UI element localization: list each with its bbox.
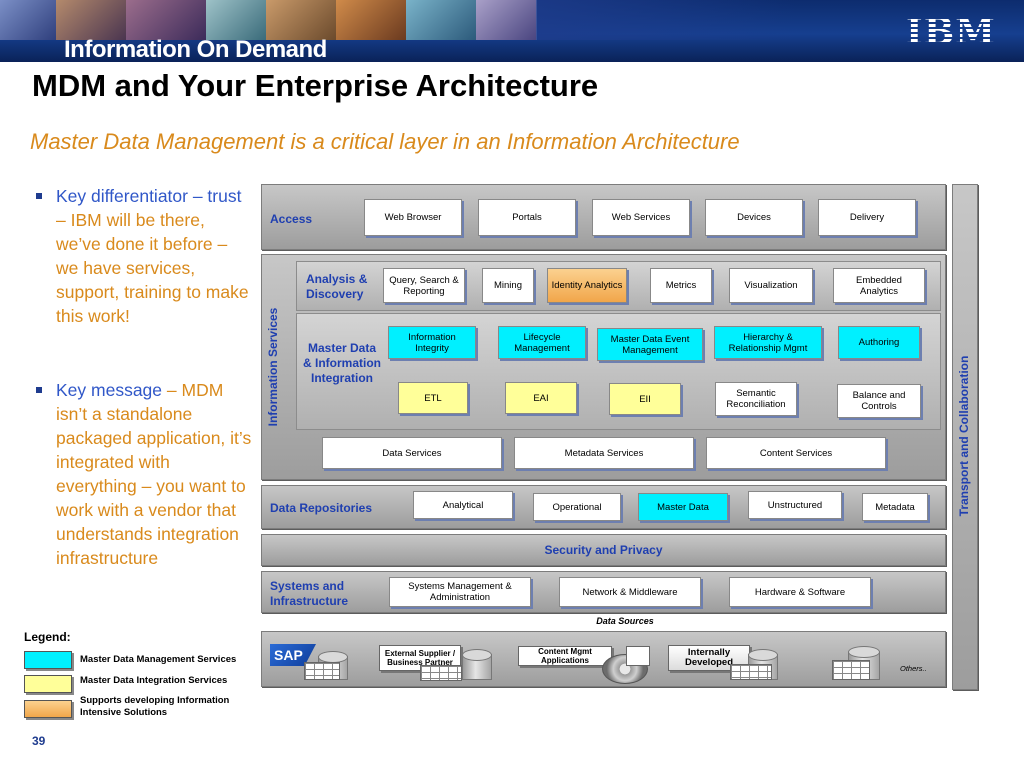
authoring-box: Authoring [838, 326, 920, 359]
legend-label-mdm: Master Data Management Services [80, 654, 237, 665]
bullet-item-2: Key message – MDM isn’t a standalone pac… [36, 378, 252, 570]
spreadsheet-icon [420, 665, 462, 681]
legend-label-solutions: Supports developing Information Intensiv… [80, 695, 230, 718]
legend-swatch-integration [24, 675, 72, 693]
bullet-text: – IBM will be there, we’ve done it befor… [56, 210, 249, 326]
database-top-icon [848, 646, 880, 658]
hardware-software-box: Hardware & Software [729, 577, 871, 607]
query-search-box: Query, Search & Reporting [383, 268, 465, 303]
visualization-box: Visualization [729, 268, 813, 303]
page-subtitle: Master Data Management is a critical lay… [30, 129, 740, 154]
database-top-icon [748, 649, 778, 661]
spreadsheet-icon [304, 662, 340, 680]
banner-fade [536, 0, 796, 40]
web-browser-box: Web Browser [364, 199, 462, 236]
network-middleware-box: Network & Middleware [559, 577, 701, 607]
delivery-box: Delivery [818, 199, 916, 236]
analytical-box: Analytical [413, 491, 513, 519]
metadata-box: Metadata [862, 493, 928, 521]
transport-collaboration-bar [952, 184, 978, 690]
legend-swatch-solutions [24, 700, 72, 718]
bullet-item-1: Key differentiator – trust – IBM will be… [36, 184, 252, 328]
bullet-square-icon [36, 193, 42, 199]
lifecycle-management-box: Lifecycle Management [498, 326, 586, 359]
others-label: Others.. [900, 664, 927, 673]
content-mgmt-tag: Content Mgmt Applications [518, 646, 612, 666]
eai-box: EAI [505, 382, 577, 414]
bullet-text: – MDM isn’t a standalone packaged applic… [56, 380, 252, 568]
devices-box: Devices [705, 199, 803, 236]
bullet-square-icon [36, 387, 42, 393]
operational-box: Operational [533, 493, 621, 521]
data-repositories-label: Data Repositories [270, 501, 373, 515]
document-icon [626, 646, 650, 666]
sap-logo: SAP [270, 644, 316, 666]
master-data-integration-label: Master Data & Information Integration [303, 341, 381, 385]
data-services-box: Data Services [322, 437, 502, 469]
unstructured-box: Unstructured [748, 491, 842, 519]
identity-analytics-box: Identity Analytics [547, 268, 627, 303]
web-services-box: Web Services [592, 199, 690, 236]
metadata-services-box: Metadata Services [514, 437, 694, 469]
banner-title: Information On Demand [64, 36, 327, 63]
bullet-highlight: Key message [56, 380, 163, 400]
photo-collage-4 [206, 0, 267, 40]
analysis-label: Analysis & Discovery [306, 272, 368, 301]
information-services-label: Information Services [266, 307, 280, 427]
bullet-highlight: Key differentiator – trust [56, 186, 242, 206]
photo-collage-3 [126, 0, 207, 40]
information-integrity-box: Information Integrity [388, 326, 476, 359]
master-data-event-management-box: Master Data Event Management [597, 328, 703, 361]
balance-controls-box: Balance and Controls [837, 384, 921, 418]
eii-box: EII [609, 383, 681, 415]
embedded-analytics-box: Embedded Analytics [833, 268, 925, 303]
mining-box: Mining [482, 268, 534, 303]
hierarchy-relationship-box: Hierarchy & Relationship Mgmt [714, 326, 822, 359]
etl-box: ETL [398, 382, 468, 414]
photo-collage-6 [336, 0, 407, 40]
master-data-box: Master Data [638, 493, 728, 521]
transport-collaboration-label: Transport and Collaboration [957, 355, 971, 517]
legend-label-integration: Master Data Integration Services [80, 675, 228, 686]
page-title: MDM and Your Enterprise Architecture [32, 68, 599, 103]
portals-box: Portals [478, 199, 576, 236]
legend-swatch-mdm [24, 651, 72, 669]
security-privacy-layer: Security and Privacy [261, 534, 946, 566]
page-number: 39 [32, 734, 46, 748]
database-top-icon [462, 649, 492, 661]
ibm-logo: IBM [905, 11, 996, 53]
photo-collage-2 [56, 0, 127, 40]
spreadsheet-icon [832, 660, 870, 680]
legend-title: Legend: [24, 630, 71, 644]
metrics-box: Metrics [650, 268, 712, 303]
systems-infrastructure-label: Systems and Infrastructure [270, 579, 349, 608]
photo-collage-8 [476, 0, 537, 40]
data-sources-label: Data Sources [596, 616, 654, 626]
content-services-box: Content Services [706, 437, 886, 469]
access-label: Access [270, 212, 313, 226]
photo-collage-1 [0, 0, 57, 40]
semantic-reconciliation-box: Semantic Reconciliation [715, 382, 797, 416]
photo-collage-7 [406, 0, 477, 40]
photo-collage-5 [266, 0, 337, 40]
systems-management-box: Systems Management & Administration [389, 577, 531, 607]
header-banner [0, 0, 1024, 62]
spreadsheet-icon [730, 664, 772, 680]
